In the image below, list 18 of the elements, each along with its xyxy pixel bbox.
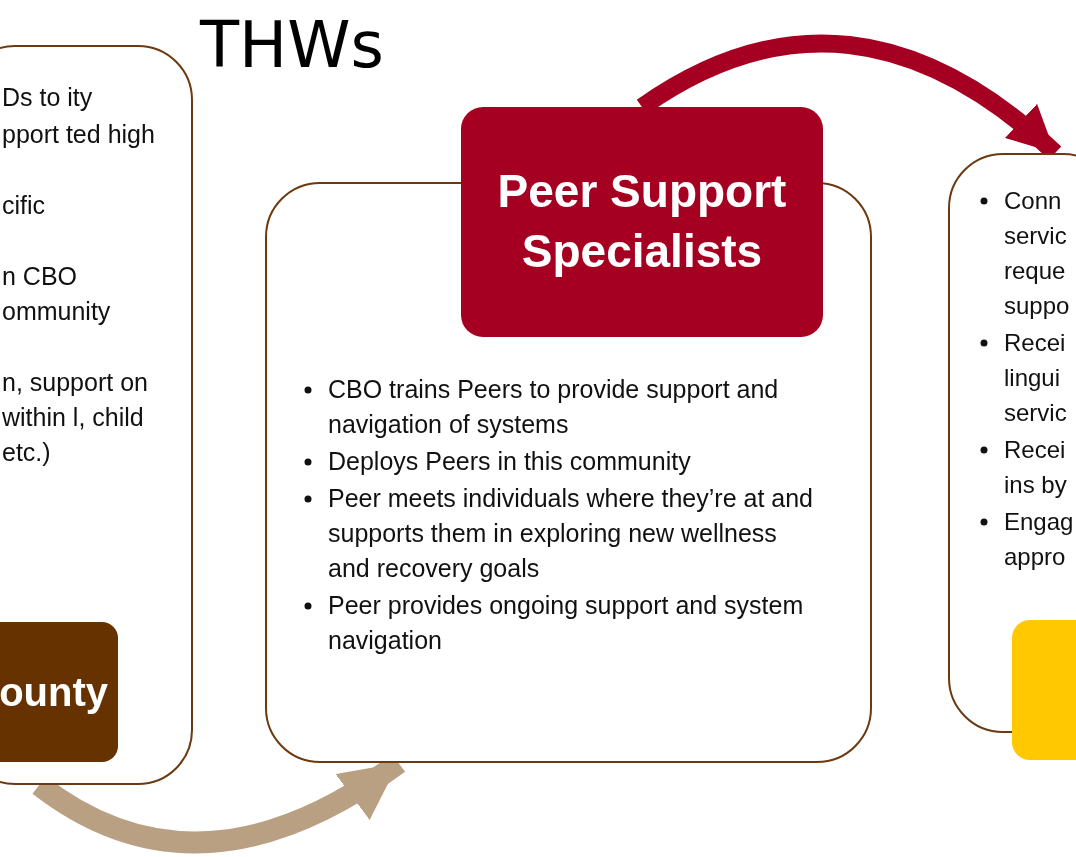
list-text: Recei ins by	[1004, 436, 1067, 498]
list-text: cific	[2, 191, 46, 219]
list-text: Ds to ity	[2, 83, 93, 111]
card	[948, 153, 1076, 733]
list-text: Recei lingui servic	[1004, 329, 1067, 426]
card	[0, 45, 193, 785]
list-text: Peer provides ongoing support and system navigation	[328, 591, 804, 654]
title: THWs	[200, 10, 384, 80]
list-text: Conn servic reque suppo	[1004, 187, 1070, 319]
list-text: Engag appro	[1004, 508, 1074, 570]
list-text: CBO trains Peers to provide support and navigation of systems	[328, 375, 779, 438]
list-text: n, support on within l, child etc.)	[2, 368, 148, 466]
heading-banner: Peer Support Specialists	[461, 107, 823, 337]
list-text: Peer meets individuals where they’re at and supports them in exploring new wellness and recovery goals	[328, 484, 813, 582]
list-text: pport ted high	[2, 120, 155, 148]
heading-banner: ounty	[0, 622, 118, 762]
list-text: n CBO ommunity	[2, 262, 111, 325]
list-text: Deploys Peers in this community	[328, 447, 691, 475]
